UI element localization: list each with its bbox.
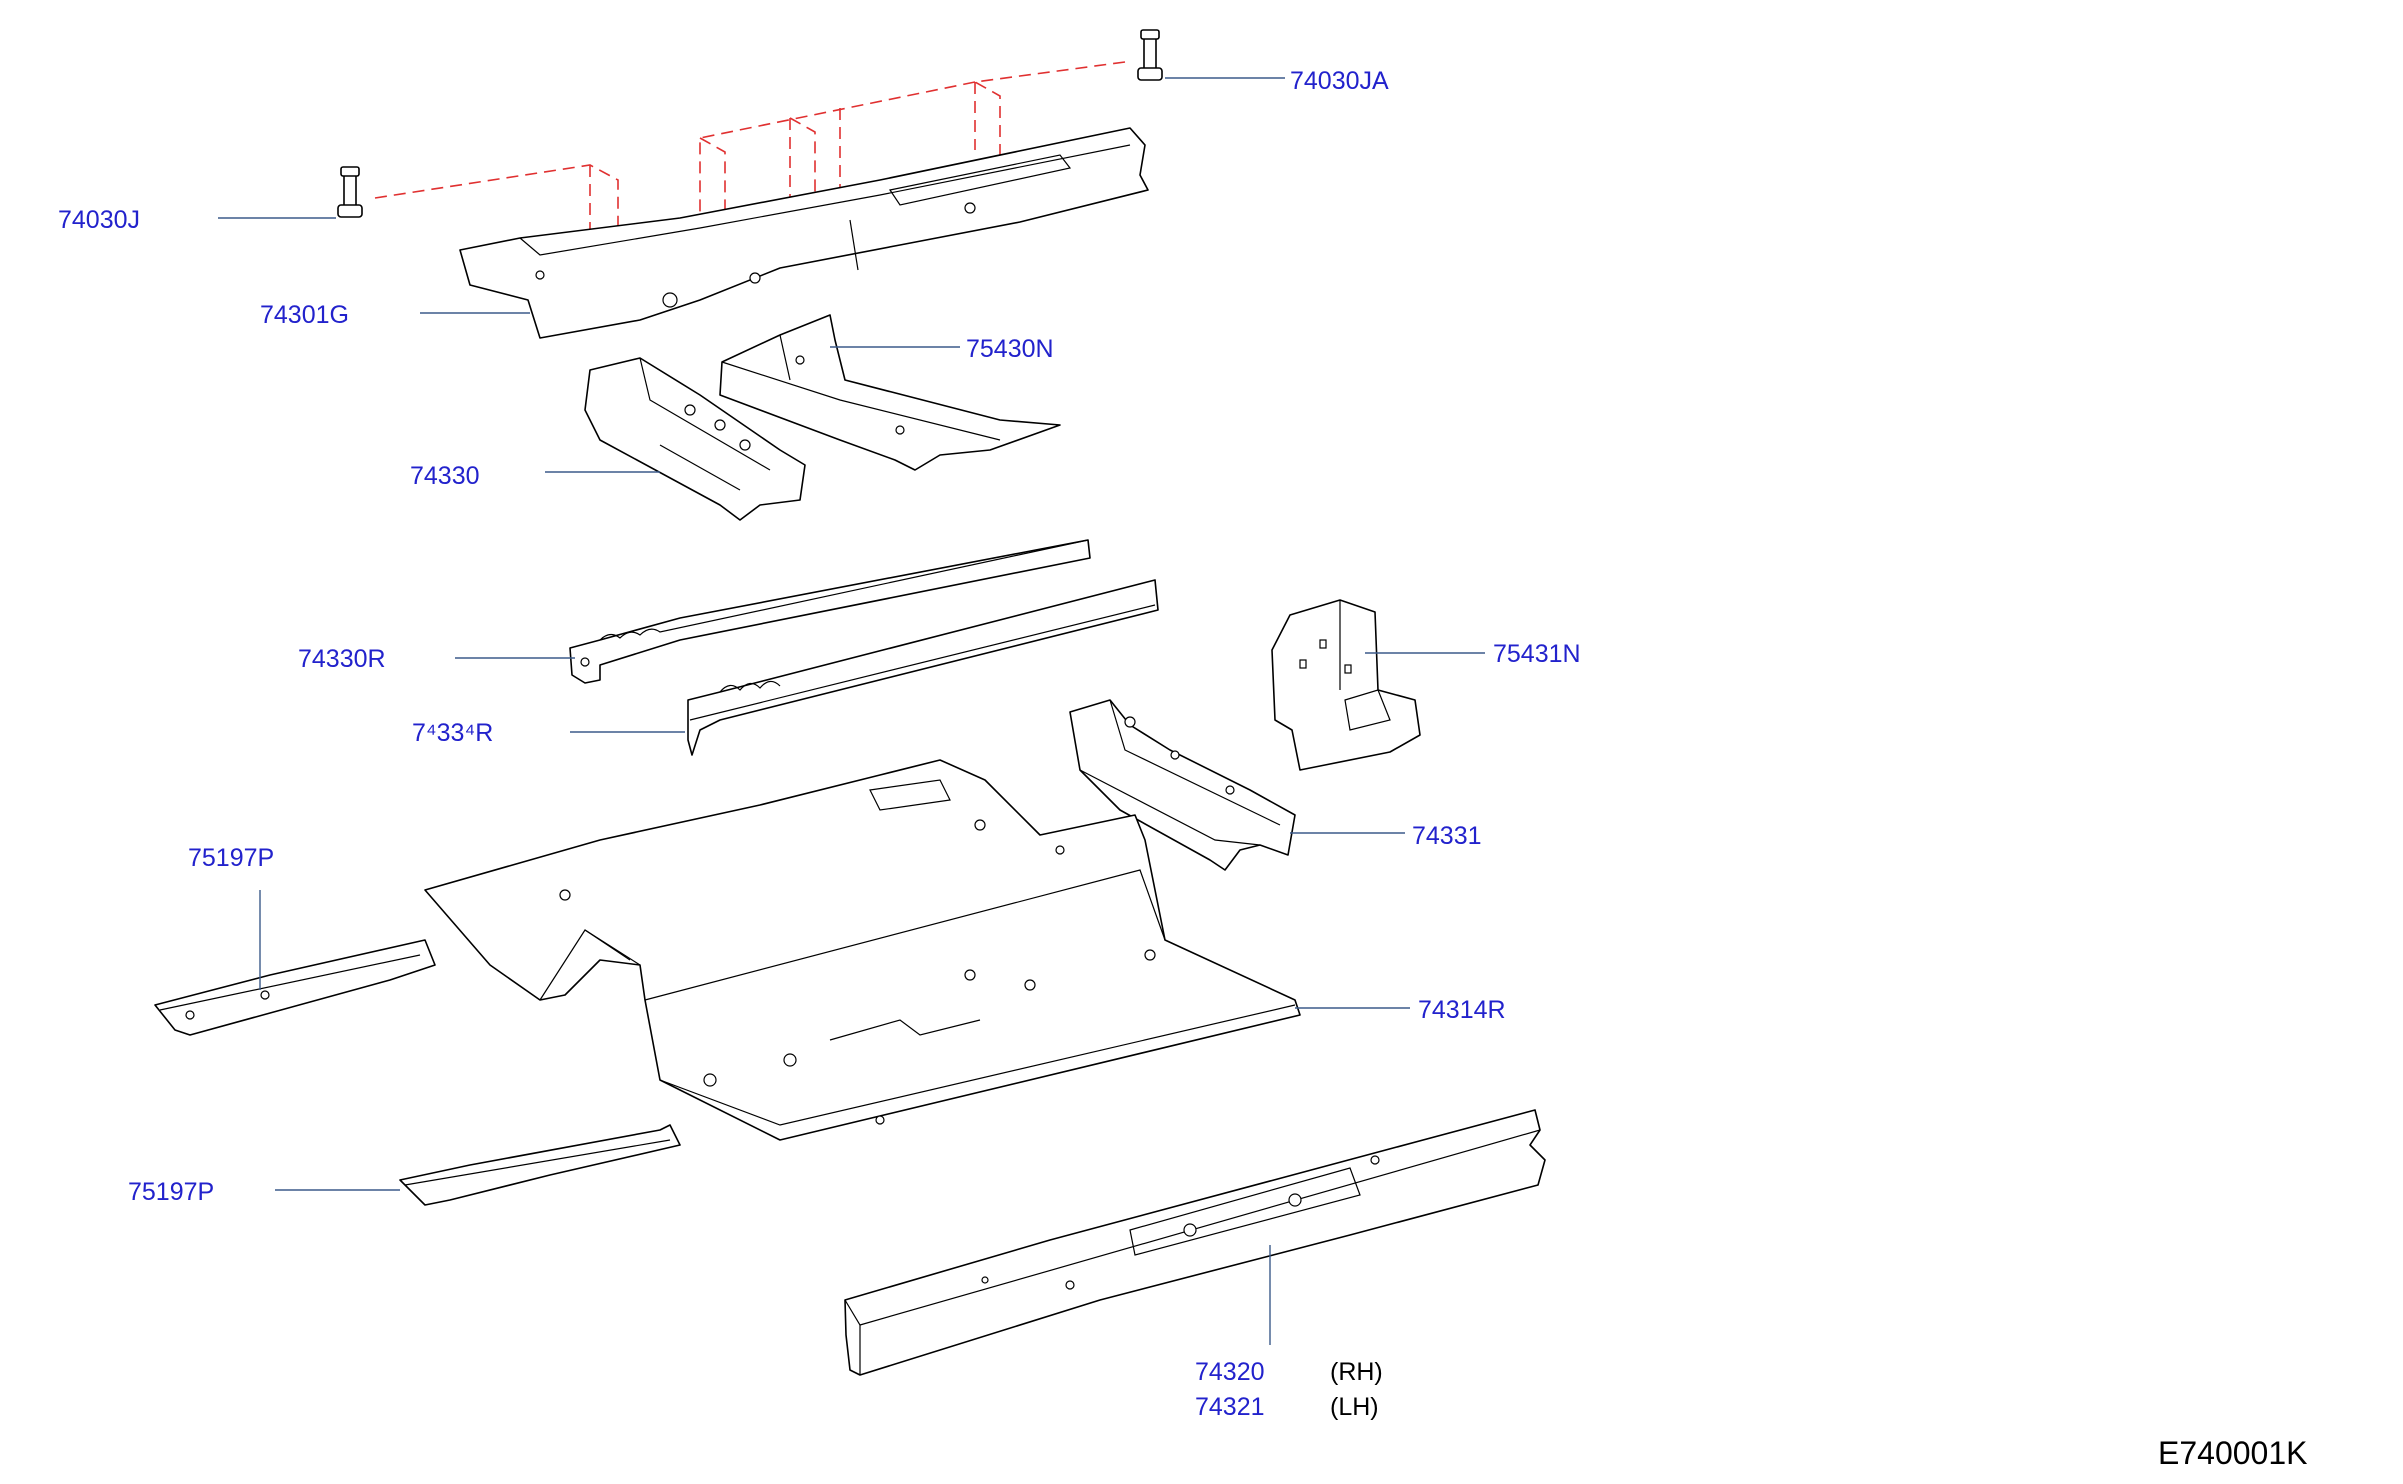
part-75197P-upper bbox=[154, 939, 436, 1036]
part-75197P-lower bbox=[399, 1124, 681, 1206]
callout-74030JA: 74030JA bbox=[1290, 67, 1389, 95]
bolt-74030J bbox=[337, 166, 363, 218]
callout-74331R: 7⁴33⁴R bbox=[412, 719, 493, 747]
callout-75431N: 75431N bbox=[1493, 640, 1581, 668]
callout-74301G: 74301G bbox=[260, 301, 349, 329]
callout-74321: 74321 bbox=[1195, 1393, 1265, 1421]
part-74320-74321 bbox=[844, 1109, 1546, 1376]
callout-74321-side: (LH) bbox=[1330, 1393, 1379, 1421]
callout-75430N: 75430N bbox=[966, 335, 1054, 363]
callout-74320-side: (RH) bbox=[1330, 1358, 1383, 1386]
part-75431N bbox=[1271, 599, 1421, 771]
part-74314R bbox=[424, 759, 1301, 1141]
callout-74320: 74320 bbox=[1195, 1358, 1265, 1386]
callout-74030J: 74030J bbox=[58, 206, 140, 234]
part-74330R bbox=[569, 539, 1091, 684]
part-74330 bbox=[584, 357, 806, 521]
callout-74331: 74331 bbox=[1412, 822, 1482, 850]
callout-74330R: 74330R bbox=[298, 645, 386, 673]
part-75430N bbox=[719, 314, 1061, 471]
part-74331R bbox=[687, 579, 1159, 756]
callout-75197P-lower: 75197P bbox=[128, 1178, 214, 1206]
callout-74330: 74330 bbox=[410, 462, 480, 490]
callout-74314R: 74314R bbox=[1418, 996, 1506, 1024]
bolt-74030JA bbox=[1137, 29, 1163, 81]
leader-lines bbox=[218, 77, 1485, 1345]
part-74301G bbox=[459, 127, 1149, 339]
callout-75197P-upper: 75197P bbox=[188, 844, 274, 872]
figure-code: E740001K bbox=[2158, 1435, 2307, 1471]
